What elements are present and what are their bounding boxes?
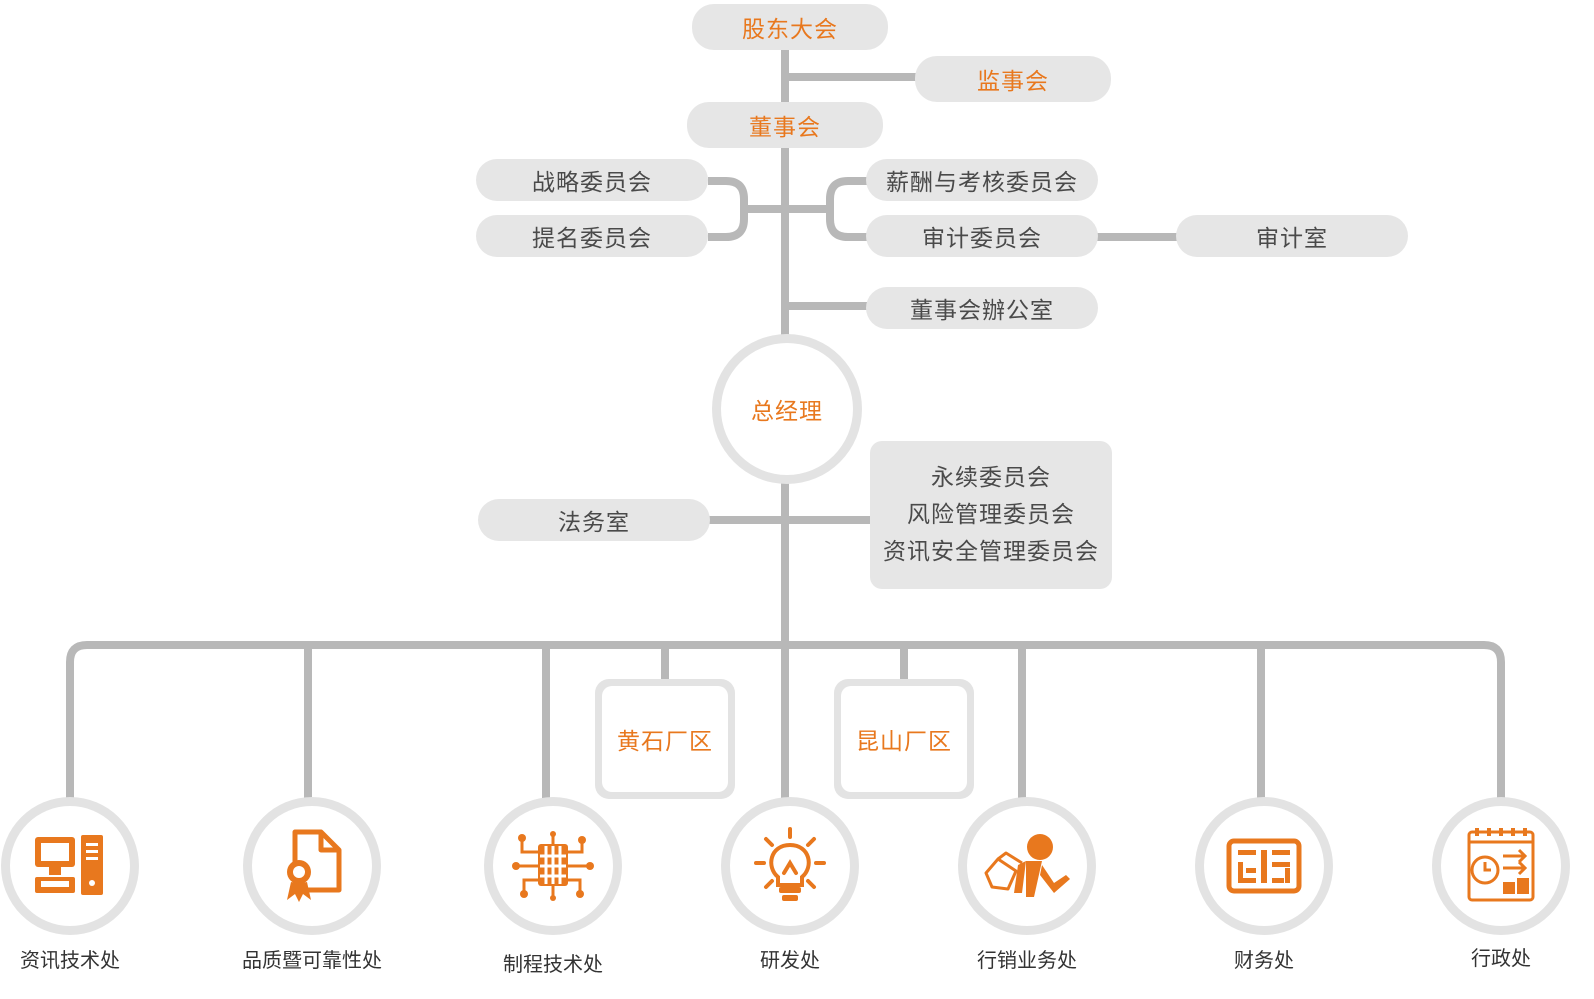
board-box: 董事会 (687, 102, 883, 148)
legal-office-label: 法务室 (558, 510, 630, 536)
nomination-committee-box: 提名委员会 (476, 215, 708, 257)
huangshi-plant-box: 黄石厂区 (595, 679, 735, 799)
left-committee-bracket (708, 177, 748, 241)
finance-board-icon (1226, 838, 1302, 894)
department-rnd-label: 研发处 (760, 948, 820, 972)
audit-committee-label: 审计委员会 (922, 226, 1042, 252)
lightbulb-icon (754, 827, 826, 901)
department-bus (66, 641, 1505, 800)
board-office-box: 董事会辦公室 (866, 287, 1098, 329)
department-finance-label: 财务处 (1234, 948, 1294, 972)
shareholders-label: 股东大会 (742, 17, 838, 43)
department-quality-label: 品质暨可靠性处 (242, 948, 382, 972)
computer-icon (35, 835, 103, 895)
strategy-committee-label: 战略委员会 (532, 170, 652, 196)
gm-committees-box: 永续委员会 风险管理委员会 资讯安全管理委员会 (870, 441, 1112, 589)
infosec-committee-label: 资讯安全管理委员会 (883, 538, 1099, 565)
department-admin-label: 行政处 (1471, 946, 1531, 970)
calendar-clock-icon (1467, 828, 1535, 902)
kunshan-plant-label: 昆山厂区 (856, 729, 952, 755)
department-it (1, 797, 139, 935)
supervisors-box: 监事会 (915, 56, 1111, 102)
audit-committee-box: 审计委员会 (866, 215, 1098, 257)
general-manager-label: 总经理 (751, 399, 823, 425)
department-process (484, 797, 622, 935)
department-it-label: 资讯技术处 (20, 948, 120, 972)
department-process-label: 制程技术处 (503, 952, 603, 976)
certificate-icon (287, 829, 342, 902)
shareholders-box: 股东大会 (692, 4, 888, 50)
supervisors-label: 监事会 (977, 69, 1049, 95)
department-sales (958, 797, 1096, 935)
compensation-committee-label: 薪酬与考核委员会 (886, 170, 1078, 196)
running-person-icon (984, 834, 1070, 897)
huangshi-plant-label: 黄石厂区 (617, 729, 713, 755)
department-quality (243, 797, 381, 935)
kunshan-plant-box: 昆山厂区 (834, 679, 974, 799)
legal-office-box: 法务室 (478, 499, 710, 541)
department-rnd (721, 797, 859, 935)
strategy-committee-box: 战略委员会 (476, 159, 708, 201)
general-manager-node: 总经理 (712, 334, 862, 484)
board-office-label: 董事会辦公室 (910, 298, 1054, 324)
department-admin (1432, 797, 1570, 935)
department-sales-label: 行销业务处 (977, 948, 1077, 972)
circuit-chip-icon (512, 831, 594, 901)
department-finance (1195, 797, 1333, 935)
board-label: 董事会 (749, 115, 821, 141)
risk-committee-label: 风险管理委员会 (907, 501, 1075, 528)
compensation-committee-box: 薪酬与考核委员会 (866, 159, 1098, 201)
sustainability-committee-label: 永续委员会 (931, 464, 1051, 491)
audit-office-box: 审计室 (1176, 215, 1408, 257)
right-committee-bracket (826, 177, 870, 241)
audit-office-label: 审计室 (1256, 226, 1328, 252)
nomination-committee-label: 提名委员会 (532, 226, 652, 252)
